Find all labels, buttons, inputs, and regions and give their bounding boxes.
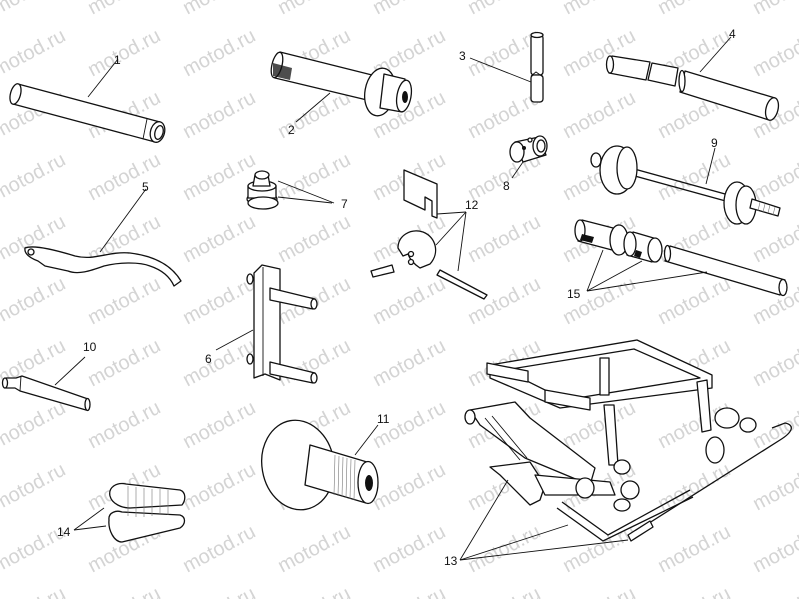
- label-2: 2: [288, 123, 295, 137]
- label-12: 12: [465, 198, 479, 212]
- part-3-pin: [469, 31, 544, 103]
- part-13-stand-jack: [459, 339, 792, 561]
- part-7-adapter: [246, 170, 335, 210]
- label-14: 14: [57, 525, 71, 539]
- part-2-installer: [270, 51, 413, 123]
- part-4-shaft: [605, 36, 780, 121]
- label-6: 6: [205, 352, 212, 366]
- part-8-collar: [509, 135, 548, 179]
- label-10: 10: [83, 340, 97, 354]
- label-9: 9: [711, 136, 718, 150]
- label-8: 8: [503, 179, 510, 193]
- label-3: 3: [459, 49, 466, 63]
- label-1: 1: [114, 53, 121, 67]
- part-15-driver-set: [574, 219, 788, 297]
- part-14-half-bushes: [73, 482, 186, 543]
- part-5-spanner: [24, 188, 182, 287]
- part-11-sleeve: [261, 419, 379, 511]
- label-4: 4: [729, 27, 736, 41]
- label-11: 11: [377, 412, 390, 426]
- part-1-tube: [9, 58, 166, 143]
- label-13: 13: [444, 554, 458, 568]
- label-15: 15: [567, 287, 581, 301]
- part-10-drift: [1, 356, 91, 412]
- part-12-gauge-set: [370, 169, 488, 300]
- label-7: 7: [341, 197, 348, 211]
- part-6-fixture: [215, 264, 318, 384]
- part-9-puller: [590, 145, 781, 225]
- label-5: 5: [142, 180, 149, 194]
